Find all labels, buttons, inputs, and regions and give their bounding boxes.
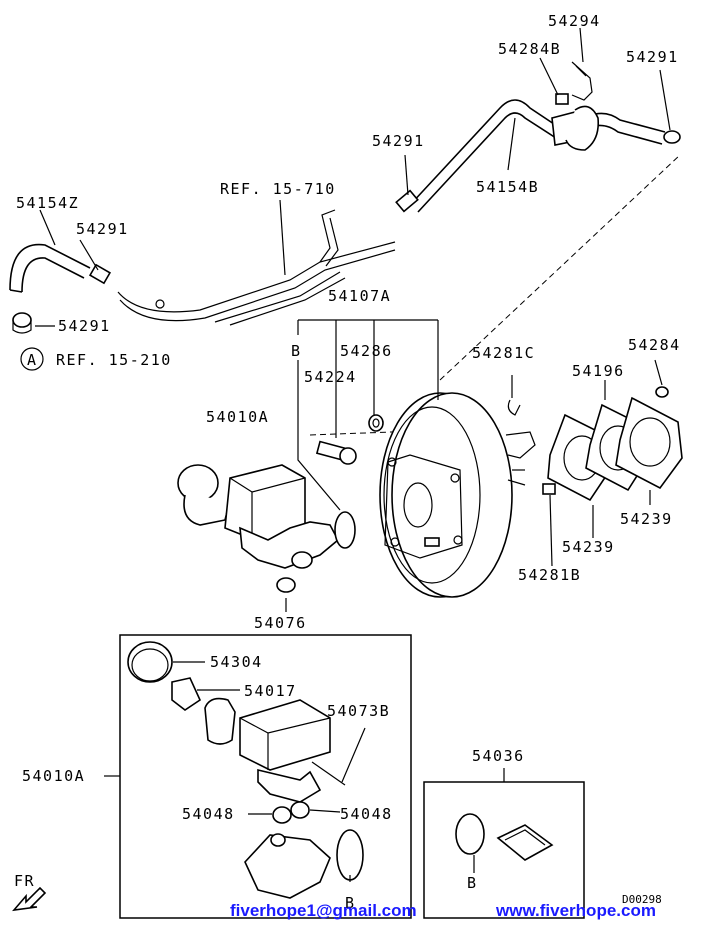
label-54291-top: 54291	[626, 48, 679, 66]
front-direction-arrow	[12, 886, 47, 912]
label-54304: 54304	[210, 653, 263, 671]
label-b-kit: B	[467, 874, 478, 892]
master-cylinder-exploded	[127, 641, 366, 899]
label-54284: 54284	[628, 336, 681, 354]
label-54036: 54036	[472, 747, 525, 765]
vacuum-hose-assembly	[9, 27, 681, 371]
brake-booster	[379, 392, 536, 598]
watermark-email: fiverhope1@gmail.com	[230, 901, 417, 920]
label-fr: FR	[14, 872, 35, 890]
vacuum-line-dashed	[439, 154, 681, 381]
label-54239-right: 54239	[620, 510, 673, 528]
repair-kit-box	[423, 781, 585, 919]
label-54291-a: 54291	[58, 317, 111, 335]
label-54224: 54224	[304, 368, 357, 386]
label-54291-mid: 54291	[372, 132, 425, 150]
booster-gaskets	[507, 359, 683, 567]
label-54286: 54286	[340, 342, 393, 360]
label-54284B: 54284B	[498, 40, 561, 58]
label-54107A: 54107A	[328, 287, 391, 305]
label-54048-right: 54048	[340, 805, 393, 823]
label-b-upper: B	[291, 342, 302, 360]
label-54154B: 54154B	[476, 178, 539, 196]
drawing-number: D00298	[622, 893, 662, 906]
label-54239-left: 54239	[562, 538, 615, 556]
label-ref-15-210: REF. 15-210	[56, 351, 172, 369]
watermark-website: www.fiverhope.com	[495, 901, 656, 920]
label-circle-a: A	[27, 351, 38, 369]
master-cylinder-upper	[177, 464, 356, 612]
label-54073B: 54073B	[327, 702, 390, 720]
label-ref-15-710: REF. 15-710	[220, 180, 336, 198]
label-bracket-54107A	[297, 319, 439, 511]
label-54281C: 54281C	[472, 344, 535, 362]
label-54048-left: 54048	[182, 805, 235, 823]
label-b-box: B	[345, 894, 356, 912]
label-54291-left: 54291	[76, 220, 129, 238]
label-54281B: 54281B	[518, 566, 581, 584]
repair-kit-items	[455, 813, 554, 873]
label-54154Z: 54154Z	[16, 194, 79, 212]
label-54010A-box: 54010A	[22, 767, 85, 785]
label-54076: 54076	[254, 614, 307, 632]
label-54010A: 54010A	[206, 408, 269, 426]
label-54294: 54294	[548, 12, 601, 30]
label-54017: 54017	[244, 682, 297, 700]
callout-labels: 54294 54284B 54291 54291 54154B REF. 15-…	[14, 12, 681, 912]
label-54196: 54196	[572, 362, 625, 380]
clevis-and-pin	[315, 414, 384, 465]
